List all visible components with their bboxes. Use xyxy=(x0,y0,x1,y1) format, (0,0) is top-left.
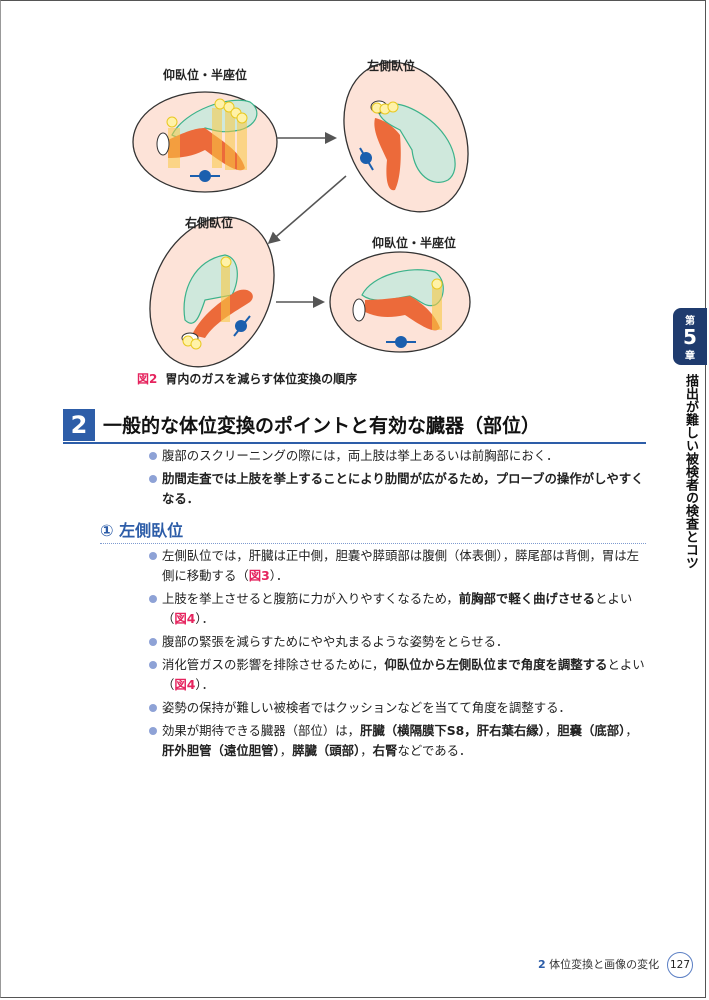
section-heading: 2 一般的な体位変換のポイントと有効な臓器（部位） xyxy=(63,409,646,444)
bullet-text: 肝外胆管（遠位胆管） xyxy=(162,743,280,758)
footer-section-title: 体位変換と画像の変化 xyxy=(549,958,660,971)
figure-reference-link[interactable]: 図4 xyxy=(174,611,196,626)
page-number: 127 xyxy=(667,952,693,978)
figure-reference-link[interactable]: 図3 xyxy=(248,568,270,583)
bullet-item: 消化管ガスの影響を排除させるために，仰臥位から左側臥位まで角度を調整するとよい（… xyxy=(148,655,646,695)
bullet-text: 右腎 xyxy=(372,743,398,758)
bullet-item: 効果が期待できる臓器（部位）は，肝臓（横隔膜下S8，肝右葉右縁），胆嚢（底部），… xyxy=(148,721,646,761)
bullet-text: 肋間走査では上肢を挙上することにより肋間が広がるため，プローブの操作がしやすくな… xyxy=(162,471,644,506)
bullet-text: ， xyxy=(544,723,558,738)
bullet-text: ， xyxy=(279,743,293,758)
panel-label: 仰臥位・半座位 xyxy=(372,236,457,250)
panel-left-lateral xyxy=(343,61,469,213)
spine-icon xyxy=(359,147,374,171)
chapter-prefix: 第 xyxy=(685,316,695,327)
bullet-item: 肋間走査では上肢を挙上することにより肋間が広がるため，プローブの操作がしやすくな… xyxy=(148,469,646,509)
chapter-suffix: 章 xyxy=(685,351,695,362)
figure-2-diagram xyxy=(132,61,471,368)
panel-supine-1 xyxy=(132,91,278,193)
bullet-text: ， xyxy=(625,723,638,738)
subsection-heading: ① 左側臥位 xyxy=(100,517,646,544)
section-bullets: 腹部のスクリーニングの際には，両上肢は挙上あるいは前胸部におく． 肋間走査では上肢… xyxy=(148,446,646,512)
running-footer: 2 体位変換と画像の変化 xyxy=(538,956,659,972)
bullet-text: 左側臥位では，肝臓は正中側，胆嚢や膵頭部は腹側（体表側），膵尾部は背側，胃は左側… xyxy=(162,548,640,583)
bullet-text: 前胸部で軽く曲げさせる xyxy=(458,591,596,606)
spine-icon xyxy=(233,315,251,337)
spine-icon xyxy=(190,170,220,182)
bullet-item: 左側臥位では，肝臓は正中側，胆嚢や膵頭部は腹側（体表側），膵尾部は背側，胃は左側… xyxy=(148,546,646,586)
panel-label: 右側臥位 xyxy=(185,216,234,230)
panel-supine-2 xyxy=(329,251,471,353)
figure-caption: 図2 胃内のガスを減らす体位変換の順序 xyxy=(137,370,357,387)
spine-icon xyxy=(386,336,416,348)
figure-number: 図2 xyxy=(137,372,158,386)
footer-section-number: 2 xyxy=(538,958,546,971)
subsection-title: ① 左側臥位 xyxy=(100,521,184,540)
bullet-text: ）． xyxy=(195,677,214,692)
chapter-title: 描出が難しい被検者の検査とコツ xyxy=(683,374,698,569)
bullet-item: 腹部のスクリーニングの際には，両上肢は挙上あるいは前胸部におく． xyxy=(148,446,646,466)
bullet-text: 仰臥位から左側臥位まで角度を調整する xyxy=(384,657,608,672)
bullet-text: とよい（ xyxy=(162,591,633,626)
subsection-bullets: 左側臥位では，肝臓は正中側，胆嚢や膵頭部は腹側（体表側），膵尾部は背側，胃は左側… xyxy=(148,546,646,764)
bullet-text: ）． xyxy=(269,568,289,583)
bullet-text: 消化管ガスの影響を排除させるために， xyxy=(162,657,385,672)
bullet-text: ， xyxy=(360,743,373,758)
bullet-item: 上肢を挙上させると腹筋に力が入りやすくなるため，前胸部で軽く曲げさせるとよい（図… xyxy=(148,589,646,629)
bullet-text: ）． xyxy=(195,611,214,626)
bullet-text: 腹部の緊張を減らすためにやや丸まるような姿勢をとらせる． xyxy=(162,634,509,649)
arrow-icon xyxy=(267,175,347,244)
panel-right-lateral xyxy=(149,216,275,368)
bullet-text: 効果が期待できる臓器（部位）は， xyxy=(162,723,361,738)
bullet-text: 腹部のスクリーニングの際には，両上肢は挙上あるいは前胸部におく． xyxy=(162,448,559,463)
section-title: 一般的な体位変換のポイントと有効な臓器（部位） xyxy=(103,415,541,437)
panel-label: 左側臥位 xyxy=(367,59,416,73)
bullet-text: 姿勢の保持が難しい被検者ではクッションなどを当てて角度を調整する． xyxy=(162,700,571,715)
bullet-text: とよい（ xyxy=(162,657,645,692)
panel-label: 仰臥位・半座位 xyxy=(163,68,248,82)
bullet-item: 姿勢の保持が難しい被検者ではクッションなどを当てて角度を調整する． xyxy=(148,698,646,718)
bullet-text: 膵臓（頭部） xyxy=(292,743,361,758)
section-number: 2 xyxy=(63,409,95,441)
bullet-text: 胆嚢（底部） xyxy=(557,723,626,738)
bullet-text: 上肢を挙上させると腹筋に力が入りやすくなるため， xyxy=(162,591,459,606)
chapter-number: 5 xyxy=(683,325,697,349)
bullet-text: などである． xyxy=(397,743,472,758)
figure-reference-link[interactable]: 図4 xyxy=(174,677,196,692)
figure-caption-text: 胃内のガスを減らす体位変換の順序 xyxy=(165,372,358,386)
bullet-text: 肝臓（横隔膜下S8，肝右葉右縁） xyxy=(360,723,545,738)
bullet-item: 腹部の緊張を減らすためにやや丸まるような姿勢をとらせる． xyxy=(148,632,646,652)
chapter-tab: 第 5 章 xyxy=(673,308,707,365)
